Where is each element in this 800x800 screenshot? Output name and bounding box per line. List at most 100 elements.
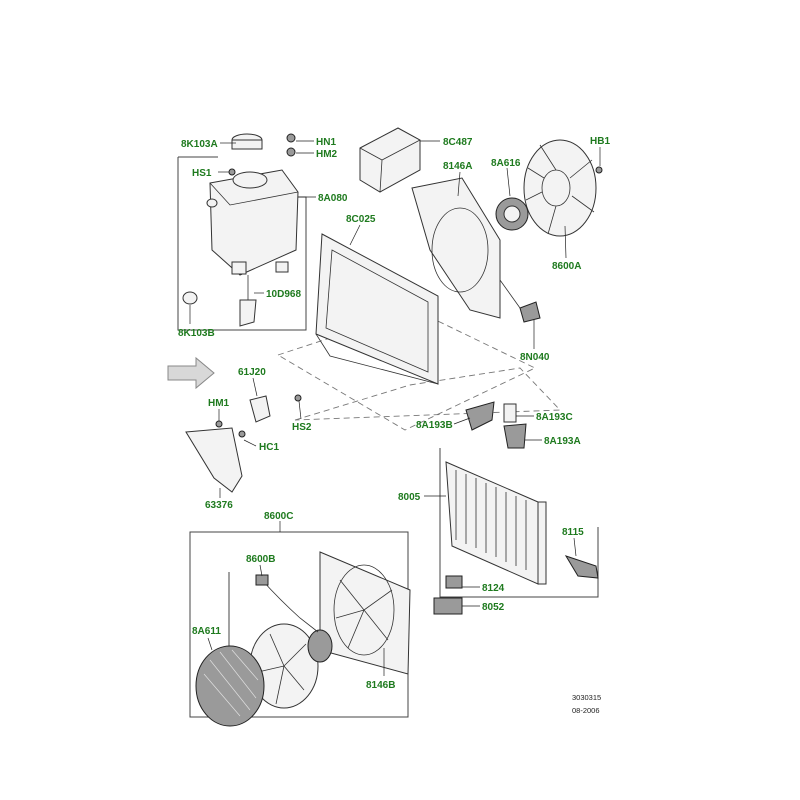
callout-HS1: HS1 [192, 168, 212, 179]
fan-8600A-disc [523, 139, 597, 237]
cover-8C487-edges [359, 139, 421, 193]
bracket-8N040-shape [519, 301, 541, 323]
callout-8600B: 8600B [246, 554, 275, 565]
callout-HB1: HB1 [590, 136, 610, 147]
front-direction-arrow [167, 356, 215, 390]
callout-8A080: 8A080 [318, 193, 348, 204]
callout-labels: 8K103A HN1 HM2 8C487 HB1 HS1 8146A 8A616… [178, 136, 610, 691]
radiator-frame-8C025 [315, 233, 439, 385]
callout-63376: 63376 [205, 500, 233, 511]
tank-bleed-nipple [206, 198, 218, 208]
shroud-8146B-spokes [335, 579, 393, 649]
clip-HC1-shape [238, 430, 246, 438]
radiator-frame-8C025-shape [315, 233, 439, 385]
callout-8124: 8124 [482, 583, 505, 594]
leader-8146A [457, 171, 461, 197]
shroud-8146A-shape [411, 177, 501, 319]
nut-HM2-shape [286, 147, 296, 157]
callout-HS2: HS2 [292, 422, 312, 433]
callout-8K103A: 8K103A [181, 139, 218, 150]
leader-lines [189, 140, 601, 676]
callout-8A611: 8A611 [192, 626, 221, 637]
viscous-coupling-8A616-center [503, 205, 521, 223]
callout-8600A: 8600A [552, 261, 581, 272]
radiator-group-box [439, 448, 599, 598]
plug-8K103B-shape [182, 291, 198, 305]
callout-10D968: 10D968 [266, 289, 301, 300]
leader-8A611 [207, 637, 213, 651]
tank-side-port [275, 261, 289, 273]
screw-HS2-shape [294, 394, 302, 402]
fan-8600A-blades [525, 144, 595, 235]
drawing-number: 3030315 [572, 693, 601, 702]
callout-HN1: HN1 [316, 137, 336, 148]
sensor-8052-shape [433, 597, 463, 615]
cover-8C487 [359, 127, 421, 193]
electric-fan-assembly [195, 551, 411, 727]
fan-cover-8A611-texture [203, 649, 259, 717]
sensor-61J20-shape [249, 395, 271, 423]
leader-8C025 [349, 224, 361, 246]
radiator-8005-core [445, 461, 539, 585]
callout-8C487: 8C487 [443, 137, 473, 148]
bracket-8A193B-shape [465, 401, 495, 431]
nut-HM1-shape [215, 420, 223, 428]
bolt-HB1-shape [595, 166, 603, 174]
radiator-8005-fins [455, 470, 527, 570]
expansion-tank-assembly [182, 133, 299, 327]
nut-HN1-shape [286, 133, 296, 143]
callout-8052: 8052 [482, 602, 505, 613]
drawing-info: 3030315 08-2006 [572, 693, 601, 715]
bracket-8N040-link [499, 279, 521, 309]
leader-8115 [573, 537, 577, 557]
radiator-frame-8C025-base [315, 333, 439, 385]
bracket-63376-shape [185, 427, 243, 493]
tank-filler-neck [232, 171, 268, 189]
callout-HM1: HM1 [208, 398, 230, 409]
callout-HM2: HM2 [316, 149, 338, 160]
fan-cover-8A611-shape [195, 645, 265, 727]
fan-motor-8600B-connector [255, 574, 269, 586]
leader-8A616 [506, 167, 511, 197]
callout-8A193A: 8A193A [544, 436, 581, 447]
mount-8A193C-shape [503, 403, 517, 423]
shroud-8146A-opening [431, 207, 489, 293]
leader-HC1 [243, 439, 257, 447]
callout-8A193B: 8A193B [416, 420, 453, 431]
valve-8124-shape [445, 575, 463, 589]
callout-8A193C: 8A193C [536, 412, 573, 423]
leader-8600B [259, 564, 263, 577]
tank-outlet [231, 261, 247, 275]
radiator-placement-outline [276, 309, 537, 431]
callout-61J20: 61J20 [238, 367, 266, 378]
callout-8K103B: 8K103B [178, 328, 215, 339]
radiator-8005-tank [537, 501, 547, 585]
leader-8A193B [453, 417, 471, 425]
radiator-frame-8C025-inner [325, 249, 429, 373]
direction-arrow [167, 356, 215, 390]
expansion-tank-edge [209, 182, 299, 206]
screw-HS1-shape [228, 168, 236, 176]
leader-HS2 [298, 400, 302, 420]
callout-8146A: 8146A [443, 161, 472, 172]
radiator-placement-outline-lower [294, 367, 562, 421]
leader-8600A [564, 225, 567, 259]
drawing-date: 08-2006 [572, 706, 600, 715]
small-parts [185, 394, 527, 493]
callout-8005: 8005 [398, 492, 421, 503]
callout-8N040: 8N040 [520, 352, 550, 363]
cover-8C487-shape [359, 127, 421, 193]
callout-8C025: 8C025 [346, 214, 376, 225]
callout-8146B: 8146B [366, 680, 395, 691]
callout-8600C: 8600C [264, 511, 293, 522]
callout-8115: 8115 [562, 527, 584, 538]
bracket-8A193A-shape [503, 423, 527, 449]
callout-8A616: 8A616 [491, 158, 521, 169]
fan-blade-8600B-blades [257, 633, 307, 705]
viscous-fan-8600A [495, 139, 603, 237]
radiator-8005 [433, 461, 599, 615]
shroud-8146B-opening [333, 564, 395, 656]
leader-61J20 [252, 377, 258, 397]
